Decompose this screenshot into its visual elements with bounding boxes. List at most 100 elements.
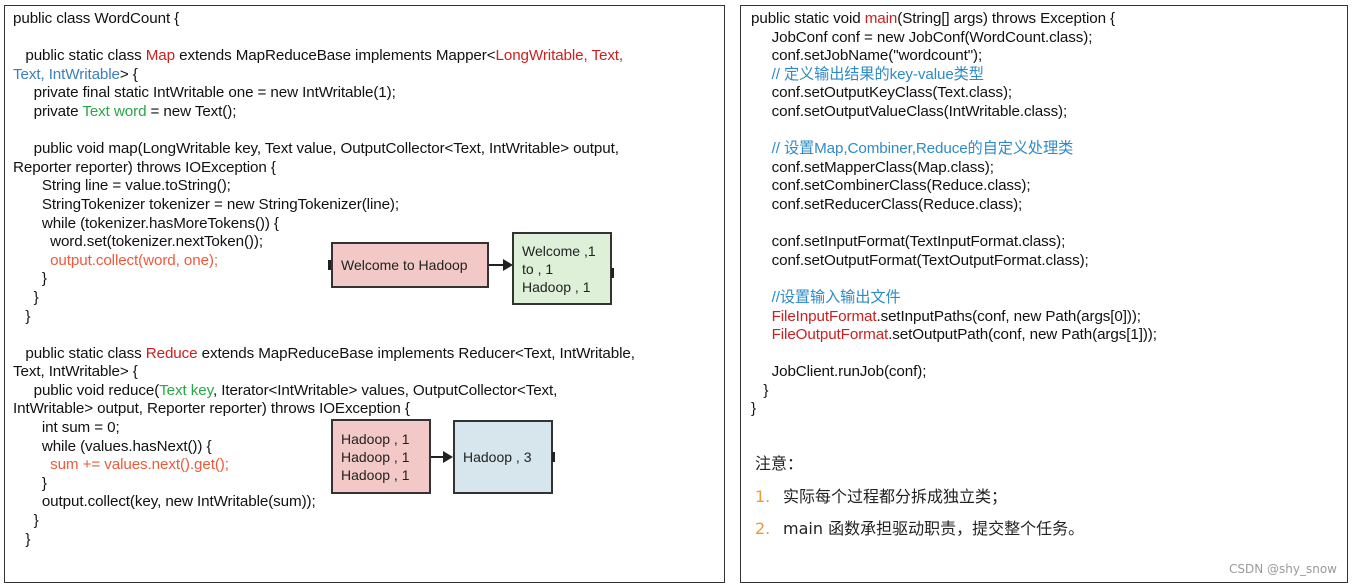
code-token: }	[13, 474, 47, 492]
code-line: }	[13, 289, 635, 308]
code-line: private final static IntWritable one = n…	[13, 84, 635, 103]
code-token: }	[13, 288, 39, 306]
code-token: sum += values.next().get();	[50, 456, 229, 474]
code-token	[13, 456, 50, 473]
code-line: Text, IntWritable> {	[13, 66, 635, 85]
code-line: public static class Map extends MapReduc…	[13, 47, 635, 66]
code-line: }	[751, 400, 1157, 419]
code-line: word.set(tokenizer.nextToken());	[13, 233, 635, 252]
code-token: Reduce	[145, 344, 198, 362]
code-line: }	[13, 475, 635, 494]
code-token: conf.setReducerClass(Reduce.class);	[751, 195, 1023, 213]
code-token: }	[13, 270, 47, 288]
code-line: conf.setOutputValueClass(IntWritable.cla…	[751, 103, 1157, 122]
code-line: while (values.hasNext()) {	[13, 438, 635, 457]
code-token: public static void	[751, 10, 865, 27]
code-line: JobConf conf = new JobConf(WordCount.cla…	[751, 29, 1157, 48]
map-arrow-head	[503, 259, 513, 271]
map-input-box: Welcome to Hadoop	[331, 242, 489, 288]
code-token: Text key	[159, 381, 213, 399]
reduce-output-text: Hadoop , 3	[463, 449, 532, 465]
note-item-number: 1.	[755, 487, 771, 506]
code-token: conf.setMapperClass(Map.class);	[751, 158, 994, 176]
note-title: 注意：	[755, 454, 804, 473]
code-token: output.collect(key, new IntWritable(sum)…	[13, 493, 316, 511]
code-token	[751, 308, 772, 325]
code-line: public void map(LongWritable key, Text v…	[13, 140, 635, 159]
code-line: while (tokenizer.hasMoreTokens()) {	[13, 215, 635, 234]
code-line	[751, 122, 1157, 141]
code-token: }	[13, 530, 31, 548]
code-token: word.set(tokenizer.nextToken());	[13, 233, 263, 251]
code-line: public static void main(String[] args) t…	[751, 10, 1157, 29]
reduce-input-line: Hadoop , 1	[341, 430, 410, 447]
code-line: StringTokenizer tokenizer = new StringTo…	[13, 196, 635, 215]
code-token: conf.setOutputKeyClass(Text.class);	[751, 84, 1013, 102]
code-line: conf.setOutputFormat(TextOutputFormat.cl…	[751, 252, 1157, 271]
code-token: JobConf conf = new JobConf(WordCount.cla…	[751, 28, 1093, 46]
map-output-line: Welcome ,1	[522, 242, 596, 259]
code-token: FileInputFormat	[771, 307, 877, 325]
code-line: Reporter reporter) throws IOException {	[13, 159, 635, 178]
reduce-input-line: Hadoop , 1	[341, 466, 410, 483]
code-token: FileOutputFormat	[771, 326, 889, 344]
right-code-panel: public static void main(String[] args) t…	[740, 5, 1348, 583]
code-line: }	[13, 308, 635, 327]
map-arrow	[489, 264, 505, 266]
code-line: // 设置Map,Combiner,Reduce的自定义处理类	[751, 140, 1157, 159]
code-line: }	[13, 512, 635, 531]
code-line: }	[13, 270, 635, 289]
code-line	[13, 122, 635, 141]
code-token: .setOutputPath(conf, new Path(args[1]));	[888, 326, 1157, 344]
code-token: Text word	[82, 102, 147, 120]
reduce-box-tick-right	[552, 452, 555, 462]
reduce-input-box: Hadoop , 1 Hadoop , 1 Hadoop , 1	[331, 419, 431, 494]
code-token: //设置输入输出文件	[751, 288, 901, 306]
code-token: Map	[145, 47, 175, 65]
watermark: CSDN @shy_snow	[1229, 562, 1337, 576]
code-token: String line = value.toString();	[13, 177, 231, 195]
code-token: .setInputPaths(conf, new Path(args[0]));	[876, 307, 1141, 325]
code-line: public static class Reduce extends MapRe…	[13, 345, 635, 364]
code-line: conf.setJobName("wordcount");	[751, 47, 1157, 66]
code-line	[13, 29, 635, 48]
code-line: public void reduce(Text key, Iterator<In…	[13, 382, 635, 401]
code-token: public class WordCount {	[13, 10, 180, 27]
code-token: IntWritable> output, Reporter reporter) …	[13, 400, 410, 418]
code-token: private final static IntWritable one = n…	[13, 84, 396, 102]
code-line: conf.setMapperClass(Map.class);	[751, 159, 1157, 178]
code-line: FileInputFormat.setInputPaths(conf, new …	[751, 308, 1157, 327]
code-line: conf.setInputFormat(TextInputFormat.clas…	[751, 233, 1157, 252]
map-output-line: Hadoop , 1	[522, 278, 591, 295]
code-token: conf.setInputFormat(TextInputFormat.clas…	[751, 233, 1066, 251]
code-line	[13, 326, 635, 345]
code-line: Text, IntWritable> {	[13, 363, 635, 382]
reduce-output-box: Hadoop , 3	[453, 420, 553, 494]
map-input-text: Welcome to Hadoop	[341, 257, 468, 273]
code-line: output.collect(key, new IntWritable(sum)…	[13, 493, 635, 512]
code-token: conf.setOutputFormat(TextOutputFormat.cl…	[751, 251, 1089, 269]
code-token: LongWritable, Text,	[495, 47, 624, 65]
code-token	[751, 326, 772, 343]
code-line: sum += values.next().get();	[13, 456, 635, 475]
code-token: private	[13, 102, 83, 120]
code-line: IntWritable> output, Reporter reporter) …	[13, 400, 635, 419]
code-token: }	[751, 400, 756, 418]
code-line: int sum = 0;	[13, 419, 635, 438]
note-item-2: 2.main 函数承担驱动职责，提交整个任务。	[755, 515, 1084, 539]
code-token: extends MapReduceBase implements Reducer…	[197, 344, 635, 362]
code-token: int sum = 0;	[13, 419, 120, 437]
code-token: }	[751, 381, 769, 399]
code-token: , Iterator<IntWritable> values, OutputCo…	[212, 381, 558, 399]
code-token: conf.setOutputValueClass(IntWritable.cla…	[751, 102, 1068, 120]
map-output-box: Welcome ,1 to , 1 Hadoop , 1	[512, 232, 612, 305]
code-token: }	[13, 307, 31, 325]
code-token: JobClient.runJob(conf);	[751, 363, 927, 381]
code-token: // 设置Map,Combiner,Reduce的自定义处理类	[751, 140, 1074, 158]
code-line: conf.setOutputKeyClass(Text.class);	[751, 84, 1157, 103]
code-line: conf.setReducerClass(Reduce.class);	[751, 196, 1157, 215]
code-line: //设置输入输出文件	[751, 289, 1157, 308]
code-token: // 定义输出结果的key-value类型	[751, 65, 984, 83]
code-token: conf.setCombinerClass(Reduce.class);	[751, 177, 1031, 195]
code-token: while (values.hasNext()) {	[13, 437, 212, 455]
